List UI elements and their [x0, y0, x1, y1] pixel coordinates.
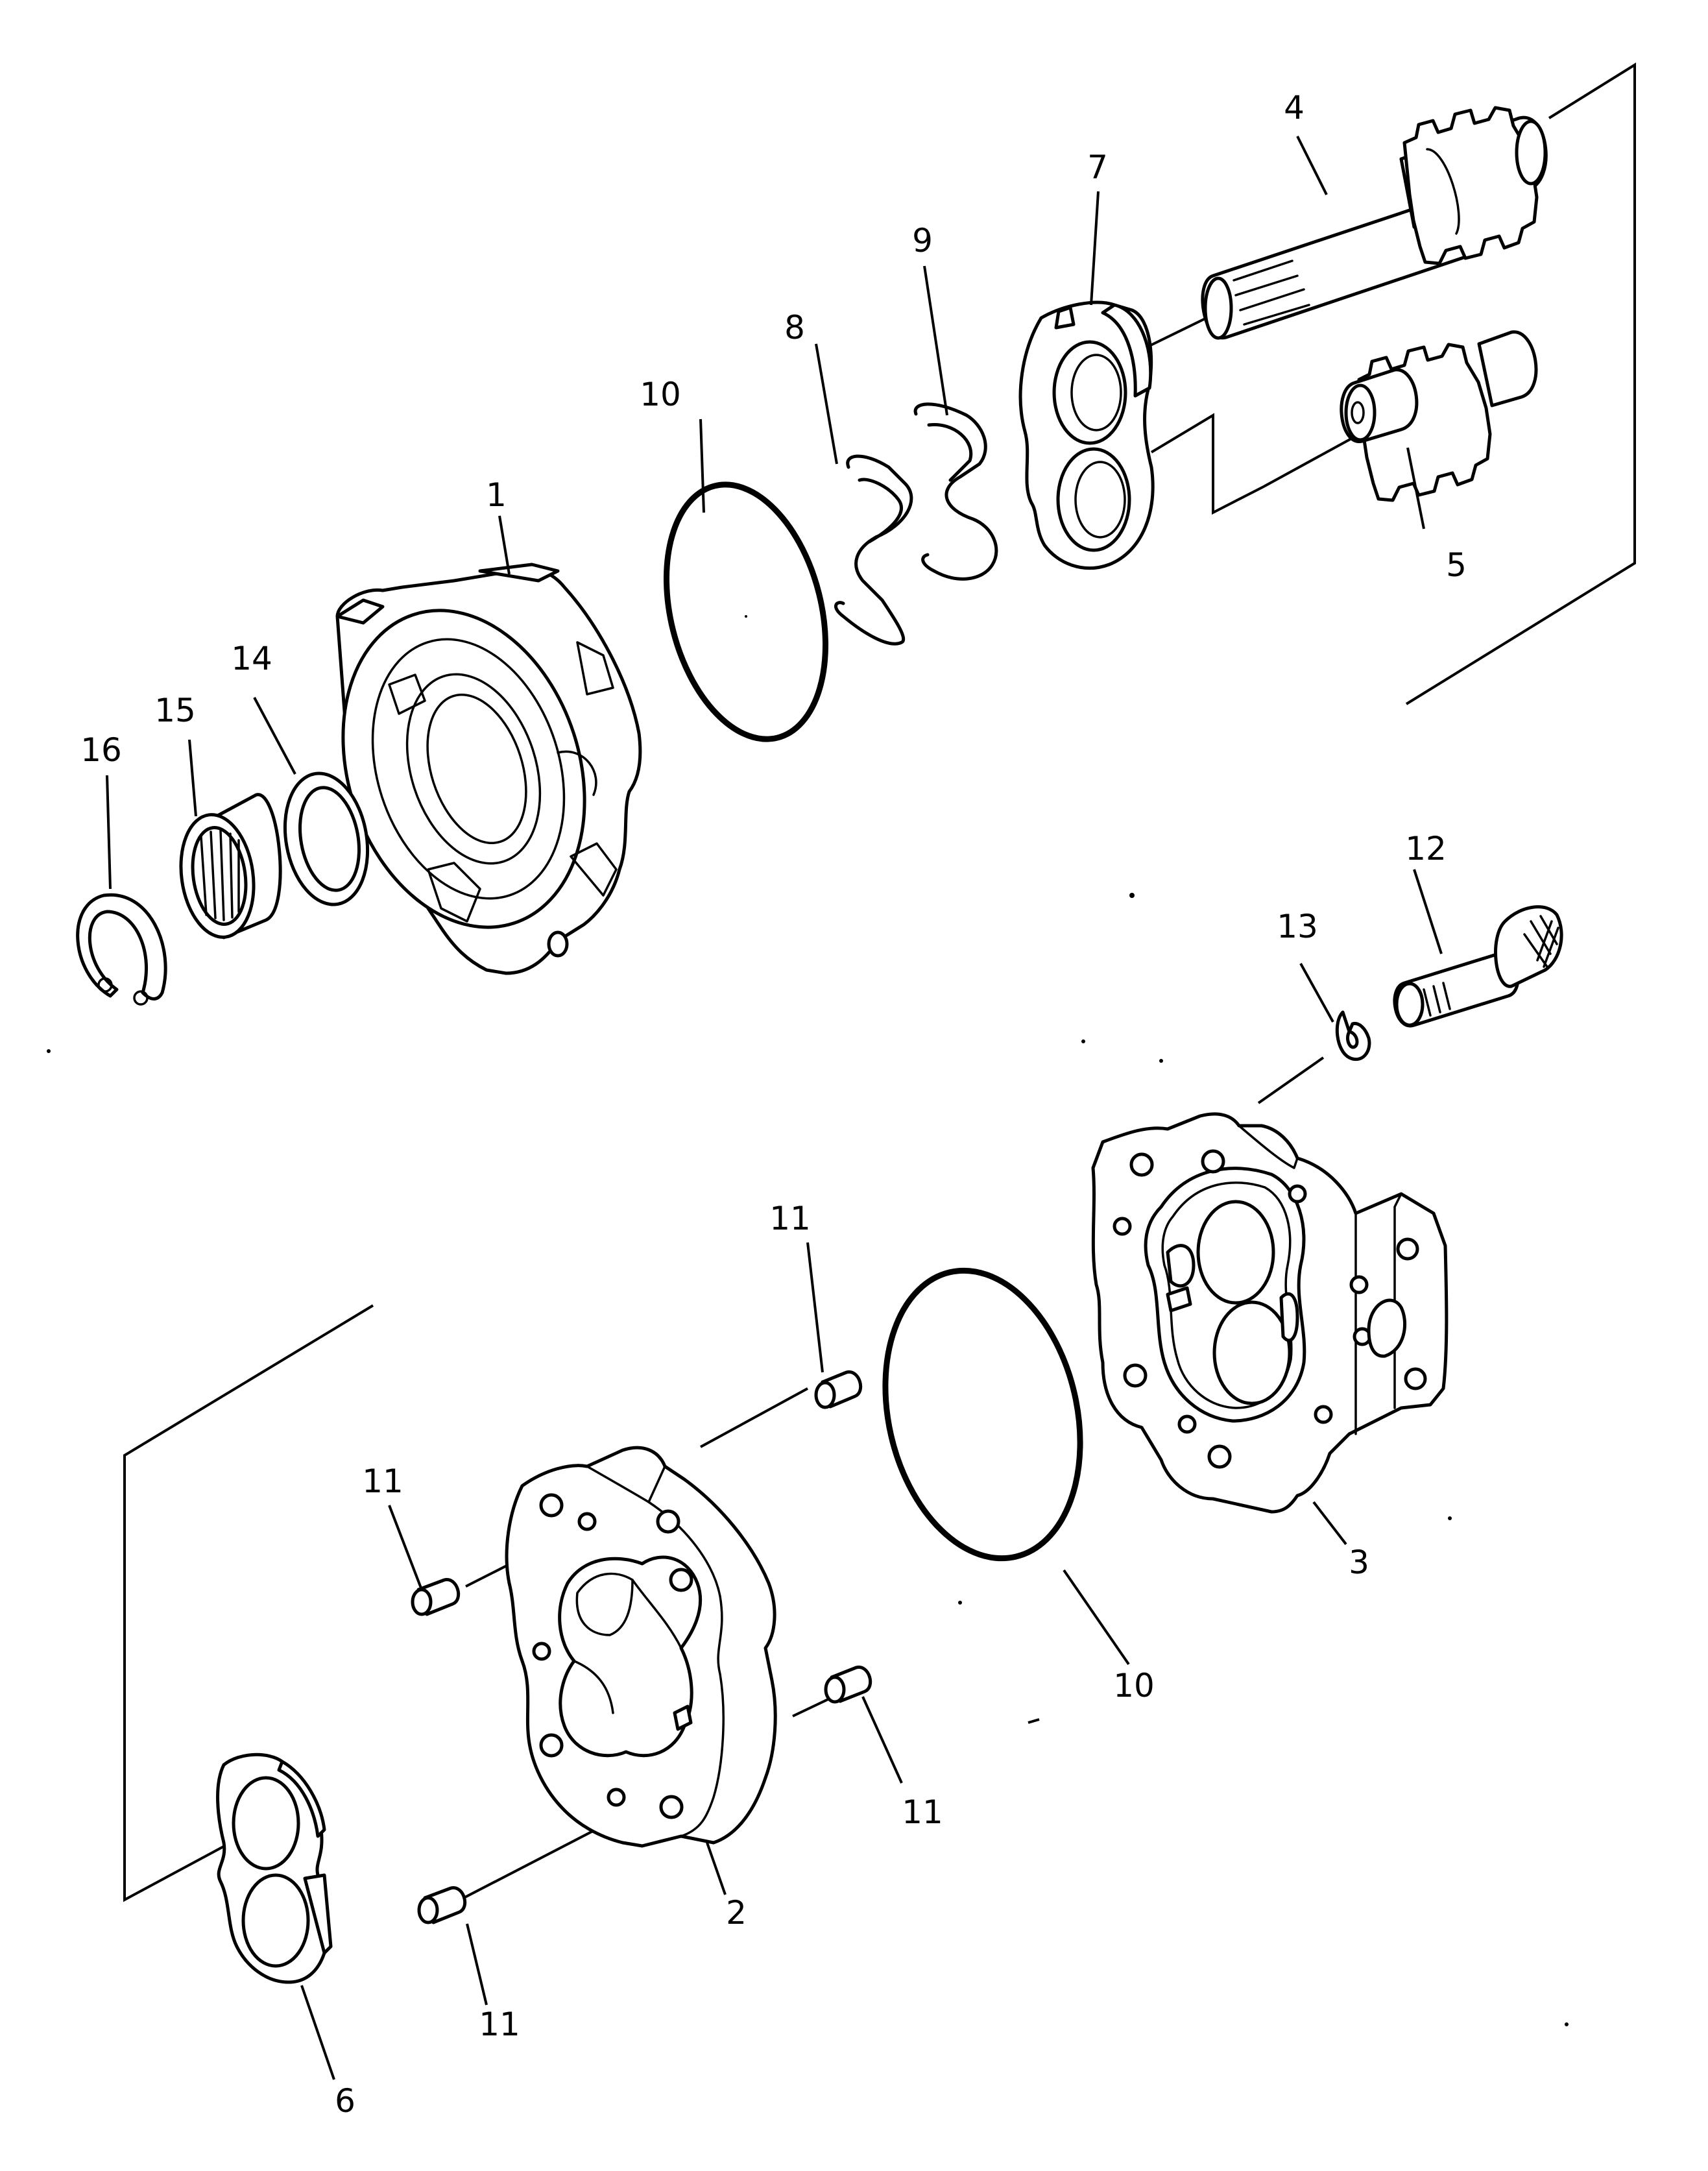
part-11-dowel-pin-b — [411, 1578, 461, 1616]
part-6-side-plate — [216, 1753, 333, 1984]
part-3-rear-cover — [1091, 1112, 1449, 1514]
part-11-dowel-pin-d — [417, 1886, 467, 1924]
callout-1: 1 — [486, 476, 507, 514]
callout-labels: 1 2 3 4 5 6 7 8 9 10 10 11 11 11 11 12 1… — [80, 89, 1467, 2120]
part-1-front-housing — [335, 563, 642, 975]
callout-7: 7 — [1087, 149, 1108, 186]
assembly-lines — [123, 62, 1636, 1902]
callout-11-upper: 11 — [769, 1200, 811, 1237]
callout-10-upper: 10 — [640, 376, 681, 413]
part-9-wire-spring — [913, 402, 998, 581]
part-15-bearing — [179, 793, 282, 940]
callout-2: 2 — [726, 1894, 747, 1932]
callout-11-right: 11 — [902, 1793, 943, 1831]
callout-9: 9 — [912, 222, 933, 260]
callout-4: 4 — [1284, 89, 1305, 127]
part-16-snap-ring — [76, 893, 167, 1006]
part-7-side-plate — [1018, 300, 1155, 570]
callout-leaders — [106, 136, 1443, 2080]
part-13-washer — [1335, 1010, 1371, 1061]
callout-5: 5 — [1446, 546, 1467, 584]
part-2-gear-housing — [505, 1446, 777, 1848]
callout-14: 14 — [231, 640, 272, 677]
callout-10-lower: 10 — [1113, 1667, 1155, 1704]
part-8-wire-spring — [834, 454, 913, 646]
part-10-o-ring-lower — [882, 1267, 1083, 1562]
callout-6: 6 — [335, 2082, 355, 2120]
callout-11-bottom: 11 — [479, 2006, 520, 2043]
part-14-washer — [283, 771, 370, 906]
part-4-drive-shaft — [1201, 106, 1548, 340]
callout-8: 8 — [784, 309, 805, 346]
callout-12: 12 — [1405, 830, 1447, 867]
part-11-dowel-pin-a — [814, 1370, 863, 1409]
part-12-bolt — [1393, 905, 1563, 1028]
callout-3: 3 — [1349, 1544, 1369, 1581]
scan-specks — [47, 615, 1569, 2026]
callout-15: 15 — [154, 692, 196, 729]
part-10-o-ring-upper — [663, 481, 829, 742]
callout-13: 13 — [1277, 908, 1318, 945]
part-11-dowel-pin-c — [824, 1666, 872, 1704]
part-5-driven-gear — [1340, 330, 1538, 502]
callout-11-left: 11 — [362, 1462, 403, 1500]
callout-16: 16 — [80, 731, 122, 769]
